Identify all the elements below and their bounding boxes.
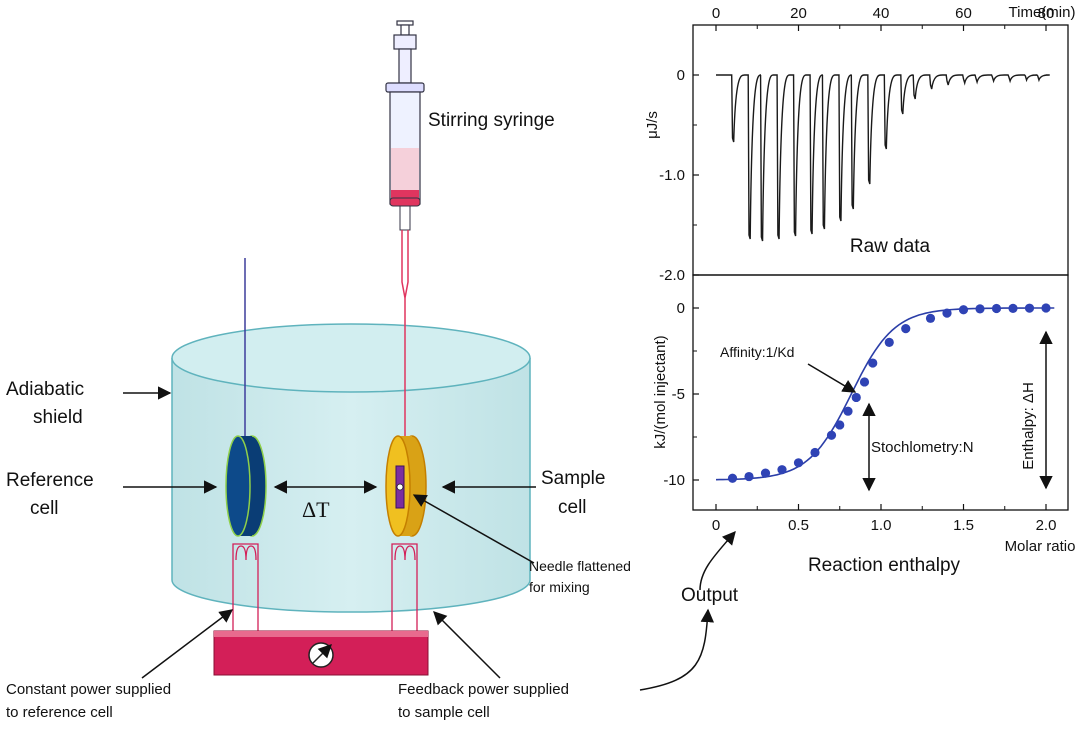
enthalpy-data-point	[1008, 303, 1018, 313]
enthalpy-y-tick-label: -5	[672, 386, 685, 403]
feedback-power-label-line1: Feedback power supplied	[398, 681, 569, 698]
feedback-power-label-line2: to sample cell	[398, 704, 490, 721]
enthalpy-data-point	[859, 377, 870, 387]
adiabatic-shield-label-line2: shield	[33, 407, 83, 428]
raw-data-title: Raw data	[850, 236, 931, 257]
enthalpy-data-point	[884, 337, 894, 347]
enthalpy-data-point	[826, 430, 837, 440]
enthalpy-data-point	[942, 308, 952, 318]
enthalpy-dh-label: Enthalpy: ΔH	[1020, 382, 1037, 470]
enthalpy-y-tick-label: 0	[677, 300, 685, 317]
enthalpy-x-tick-label: 0.5	[788, 517, 809, 534]
raw-y-tick-label: 0	[677, 67, 685, 84]
affinity-label: Affinity:1/Kd	[720, 344, 794, 360]
stirring-syringe-label: Stirring syringe	[428, 110, 555, 131]
raw-x-tick-label: 60	[955, 5, 972, 22]
enthalpy-data-point	[760, 468, 771, 478]
enthalpy-data-point	[868, 358, 878, 368]
raw-x-tick-label: 20	[790, 5, 807, 22]
enthalpy-data-point	[810, 447, 820, 458]
heater-coils	[232, 543, 418, 640]
enthalpy-data-point	[777, 465, 787, 475]
enthalpy-x-tick-label: 1.5	[953, 517, 974, 534]
raw-x-tick-label: 0	[712, 5, 720, 22]
enthalpy-title: Reaction enthalpy	[808, 555, 961, 576]
raw-x-tick-label: 40	[873, 5, 890, 22]
raw-y-tick-label: -1.0	[659, 167, 685, 184]
adiabatic-shield-label-line1: Adiabatic	[6, 379, 85, 400]
diagram-arrows	[123, 386, 736, 691]
enthalpy-data-point	[835, 420, 845, 430]
stirring-syringe	[385, 20, 425, 447]
reference-cell-label-line1: Reference	[6, 470, 94, 491]
enthalpy-data-point	[1041, 303, 1051, 313]
enthalpy-data-point	[851, 392, 861, 403]
enthalpy-data-point	[975, 304, 985, 314]
raw-x-axis-label: Time(min)	[1009, 4, 1076, 21]
needle-label-line1: Needle flattened	[529, 558, 631, 574]
enthalpy-data-point	[901, 324, 911, 334]
raw-x-tick-label: 80	[1038, 5, 1055, 22]
sample-cell	[385, 435, 427, 537]
enthalpy-x-tick-label: 1.0	[871, 517, 892, 534]
enthalpy-y-tick-label: -10	[663, 472, 685, 489]
raw-data-trace	[716, 74, 1050, 242]
delta-t-label: ΔT	[302, 497, 330, 522]
enthalpy-data-point	[793, 458, 804, 468]
constant-power-label-line2: to reference cell	[6, 704, 113, 721]
output-label: Output	[681, 585, 739, 606]
enthalpy-data-point	[958, 305, 969, 315]
enthalpy-data-point	[843, 406, 853, 416]
enthalpy-x-tick-label: 2.0	[1036, 517, 1057, 534]
raw-y-axis-label: μJ/s	[644, 111, 661, 139]
enthalpy-x-axis-label: Molar ratio	[1005, 538, 1076, 555]
constant-power-label-line1: Constant power supplied	[6, 681, 172, 698]
sample-cell-label-line1: Sample	[541, 468, 606, 489]
sample-cell-label-line2: cell	[558, 497, 587, 518]
enthalpy-y-axis-label: kJ/(mol injectant)	[652, 335, 669, 448]
enthalpy-data-point	[925, 313, 936, 323]
reference-cell-label-line2: cell	[30, 498, 59, 519]
enthalpy-data-point	[1024, 303, 1035, 313]
enthalpy-x-tick-label: 0	[712, 517, 720, 534]
enthalpy-data-point	[727, 473, 738, 483]
stoichiometry-label: Stochlometry:N	[871, 439, 974, 456]
adiabatic-shield	[171, 323, 531, 613]
enthalpy-data-point	[991, 303, 1002, 314]
needle-label-line2: for mixing	[529, 579, 590, 595]
power-supply-bar	[213, 630, 429, 676]
enthalpy-data-point	[744, 471, 754, 482]
raw-y-tick-label: -2.0	[659, 267, 685, 284]
reference-cell	[225, 435, 267, 537]
affinity-arrow	[807, 363, 857, 393]
